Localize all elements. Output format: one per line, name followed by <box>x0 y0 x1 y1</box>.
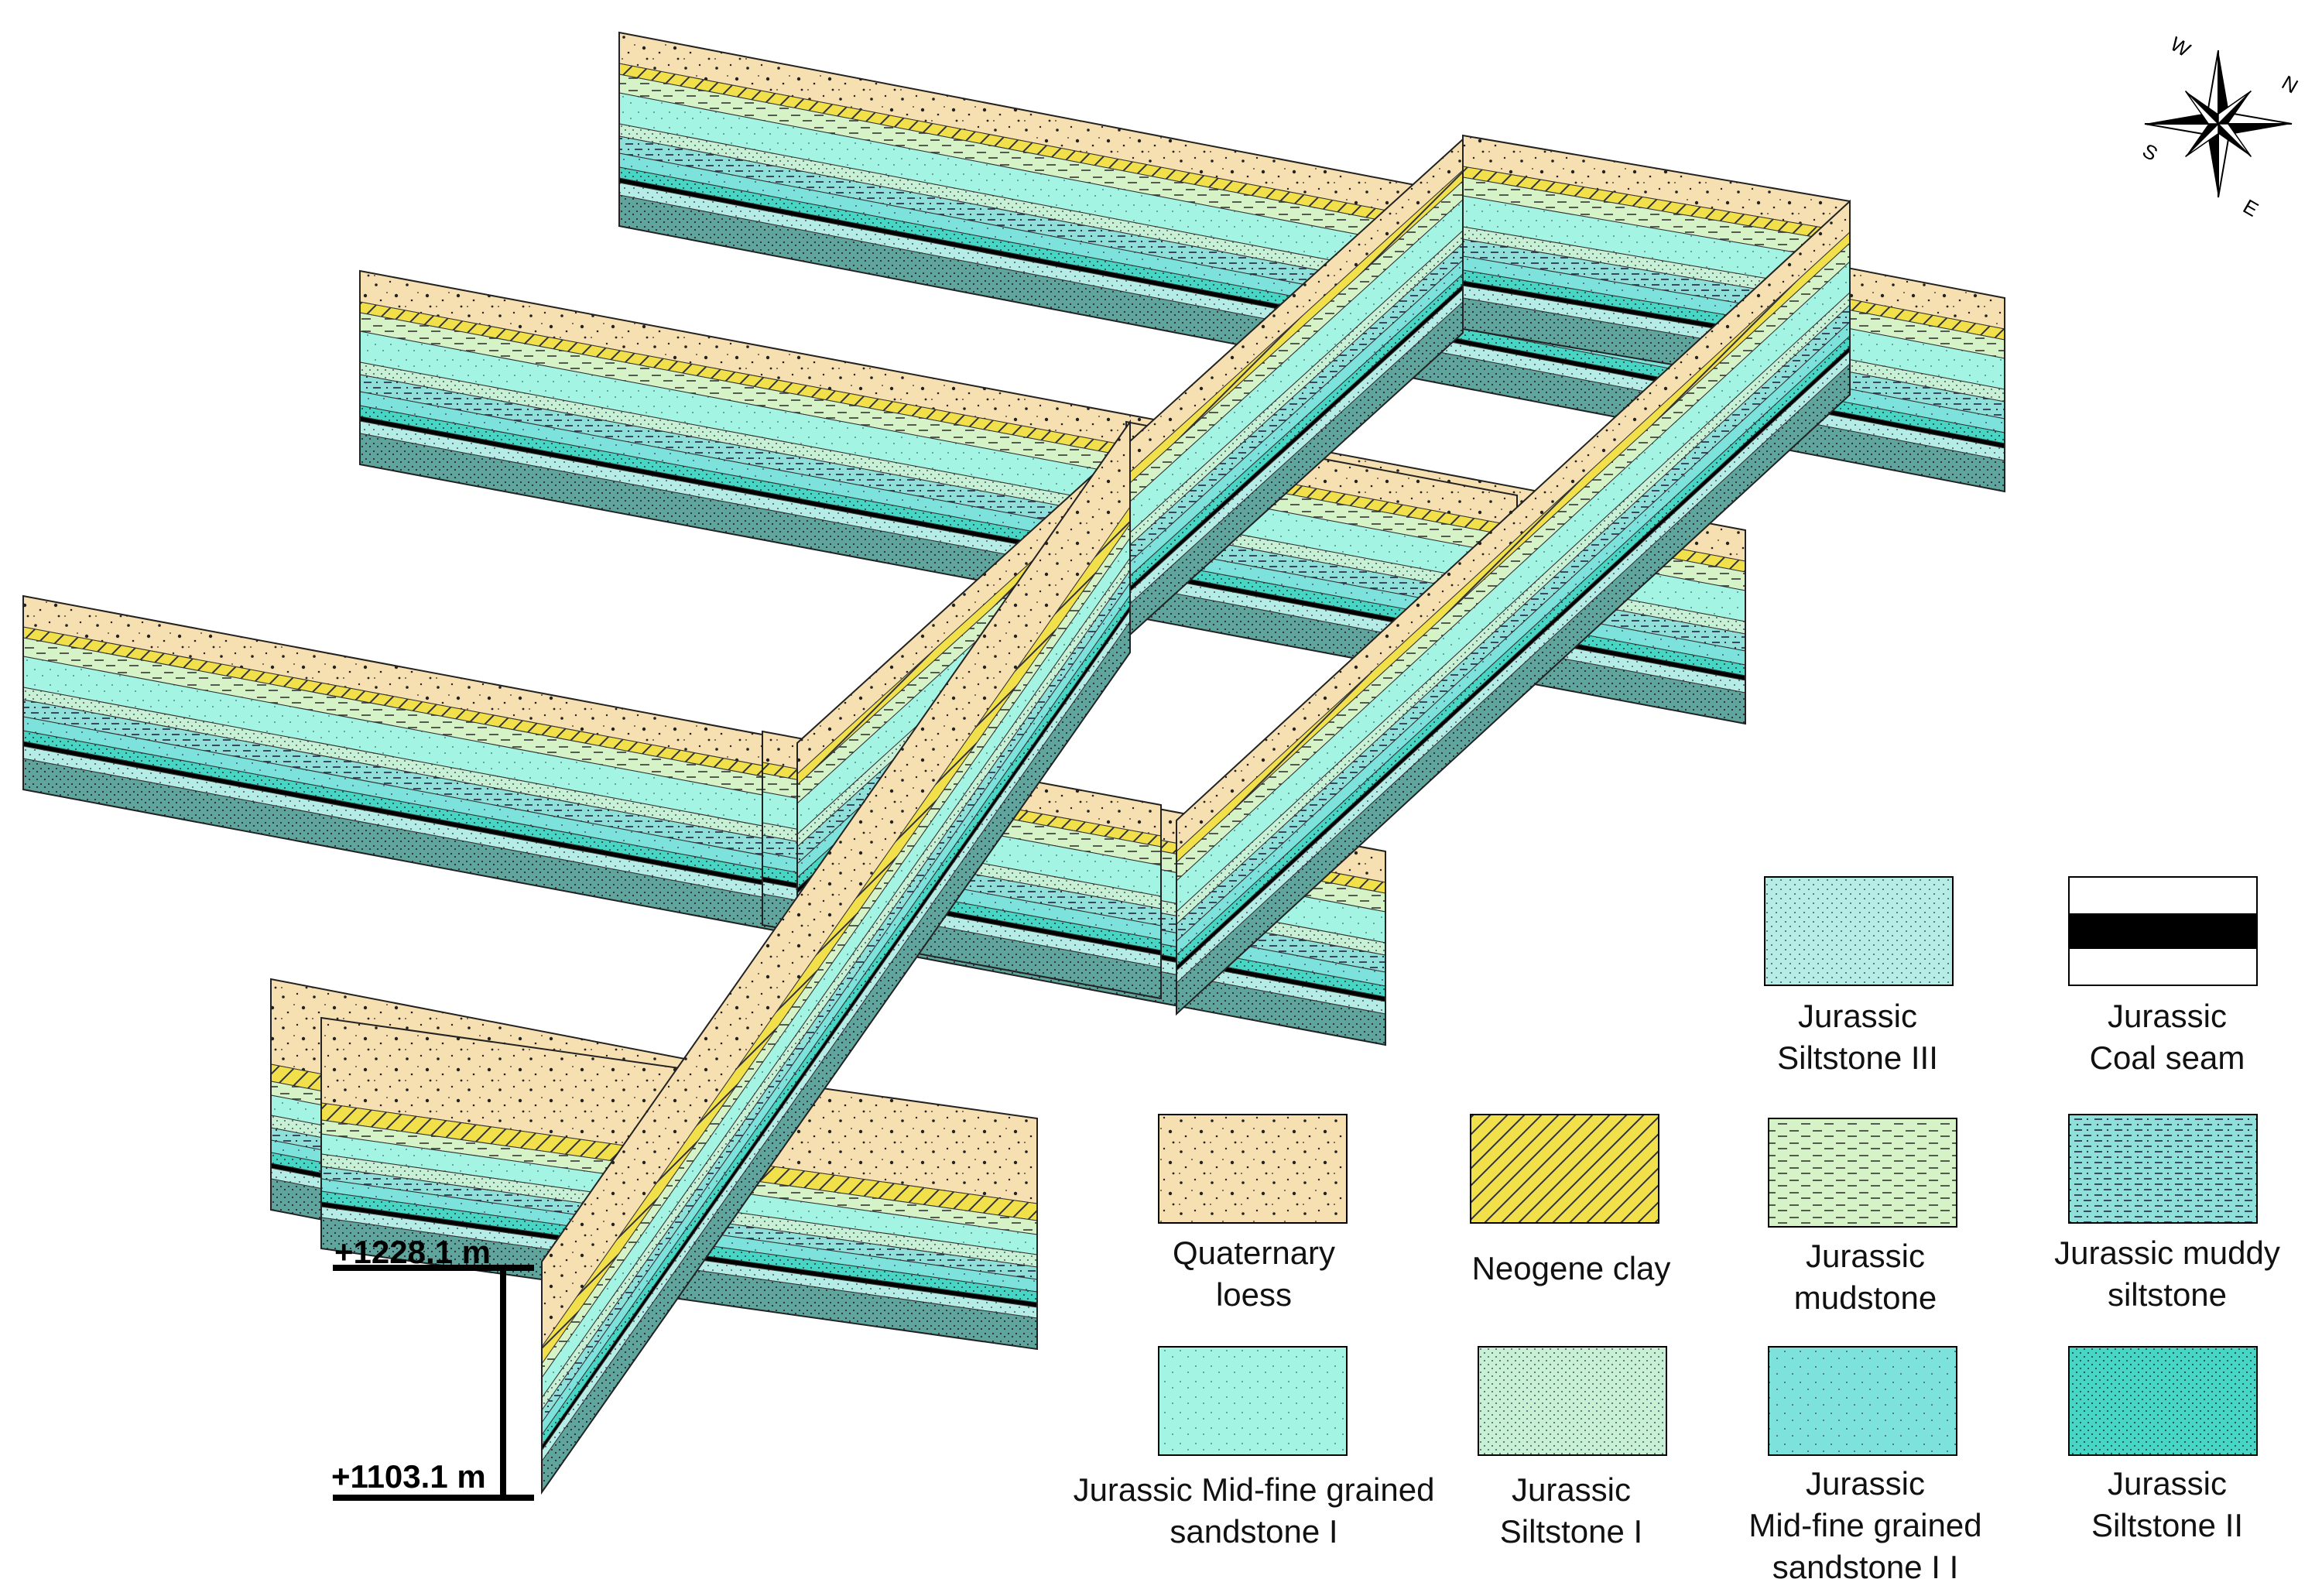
compass-w-label: W <box>2166 32 2195 61</box>
elevation-bottom-label: +1103.1 m <box>331 1458 486 1495</box>
legend <box>1158 876 2258 1456</box>
legend-swatch-muddy-siltstone <box>2068 1114 2258 1224</box>
legend-label-sandstone-2: Jurassic Mid-fine grained sandstone I I <box>1748 1465 1982 1585</box>
legend-swatch-loess <box>1158 1114 1348 1224</box>
elevation-top-label: +1228.1 m <box>334 1234 491 1270</box>
legend-swatch-siltstone-3 <box>1764 876 1954 986</box>
compass-s-label: S <box>2139 139 2162 166</box>
compass-n-label: N <box>2278 70 2302 98</box>
compass-rose-icon: W N S E <box>2139 32 2302 221</box>
elevation-scale-bar <box>333 1265 534 1501</box>
legend-label-coal: Jurassic Coal seam <box>2089 998 2245 1076</box>
legend-label-siltstone-3: Jurassic Siltstone III <box>1777 998 1938 1076</box>
section-panel-diagonal-b <box>1176 199 1851 1016</box>
legend-swatch-clay <box>1470 1114 1659 1224</box>
legend-label-siltstone-2: Jurassic Siltstone II <box>2091 1465 2244 1543</box>
legend-swatch-sandstone-1 <box>1158 1346 1348 1456</box>
legend-label-siltstone-1: Jurassic Siltstone I <box>1499 1471 1643 1550</box>
legend-label-clay: Neogene clay <box>1471 1250 1671 1286</box>
fence-panels <box>22 31 2005 1495</box>
legend-label-sandstone-1: Jurassic Mid-fine grained sandstone I <box>1073 1471 1435 1550</box>
legend-label-loess: Quaternary loess <box>1172 1235 1336 1313</box>
legend-label-muddy-siltstone: Jurassic muddy siltstone <box>2054 1235 2280 1313</box>
legend-swatch-coal <box>2068 876 2258 986</box>
legend-swatch-siltstone-1 <box>1478 1346 1667 1456</box>
legend-label-mudstone: Jurassic mudstone <box>1793 1238 1937 1316</box>
legend-swatch-mudstone <box>1768 1118 1957 1228</box>
legend-swatch-sandstone-2 <box>1768 1346 1957 1456</box>
section-panel-diagonal-c <box>541 419 1131 1495</box>
compass-e-label: E <box>2239 194 2262 221</box>
legend-swatch-siltstone-2 <box>2068 1346 2258 1456</box>
